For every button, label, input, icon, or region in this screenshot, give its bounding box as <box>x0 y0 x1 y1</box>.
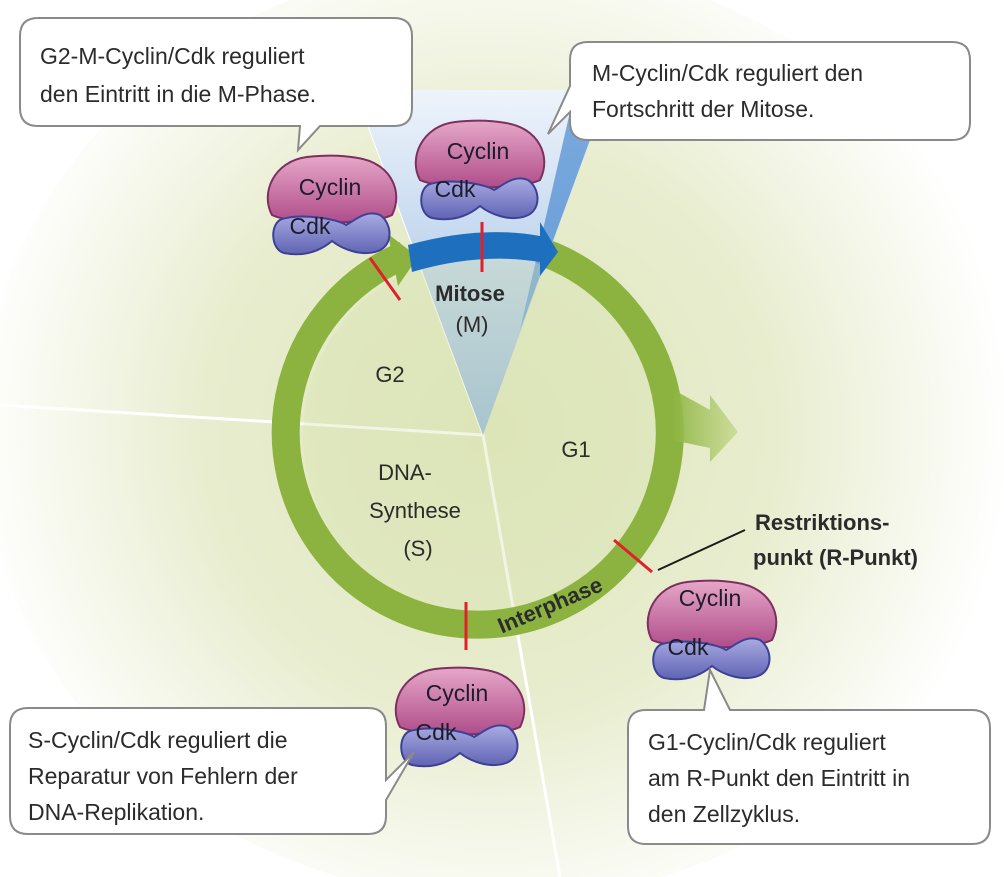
g1-label: G1 <box>561 437 590 462</box>
callout-g2m-line2: den Eintritt in die M-Phase. <box>40 81 316 107</box>
cdk-label: Cdk <box>290 213 331 239</box>
callout-s-line3: DNA-Replikation. <box>28 799 204 825</box>
mitosis-wedge-edge <box>520 90 590 330</box>
callout-g2m: G2-M-Cyclin/Cdk reguliert den Eintritt i… <box>19 17 413 153</box>
callout-m: M-Cyclin/Cdk reguliert den Fortschritt d… <box>547 41 971 141</box>
s-label-line1: DNA- <box>378 460 432 485</box>
checkpoint-g2m <box>368 257 402 301</box>
callout-g1-line1: G1-Cyclin/Cdk reguliert <box>648 729 886 755</box>
cyclin-label: Cyclin <box>426 680 489 706</box>
callout-s: S-Cyclin/Cdk reguliert die Reparatur von… <box>9 707 415 835</box>
divider-g2-s <box>0 403 484 437</box>
cycle-arrowhead-g2 <box>388 234 418 286</box>
divider-s-g1 <box>481 434 562 877</box>
cyclin-label: Cyclin <box>447 138 510 164</box>
mitosis-abbrev: (M) <box>456 312 489 337</box>
callout-g1-line3: den Zellzyklus. <box>648 801 800 827</box>
complex-m: Cyclin Cdk <box>414 119 546 221</box>
mitosis-label: Mitose <box>435 281 505 306</box>
callout-m-line1: M-Cyclin/Cdk reguliert den <box>592 60 863 86</box>
callout-s-line1: S-Cyclin/Cdk reguliert die <box>28 727 287 753</box>
complex-g1: Cyclin Cdk <box>646 579 778 681</box>
cdk-label: Cdk <box>668 634 709 660</box>
complex-s: Cyclin Cdk <box>394 666 526 768</box>
exit-arrow <box>672 390 738 462</box>
restriction-point-line1: Restriktions- <box>755 510 889 535</box>
callout-s-line2: Reparatur von Fehlern der <box>28 763 298 789</box>
s-label-line2: Synthese <box>369 498 461 523</box>
cdk-label: Cdk <box>416 719 457 745</box>
g2-label: G2 <box>375 362 404 387</box>
cyclin-label: Cyclin <box>679 585 742 611</box>
restriction-point-line2: punkt (R-Punkt) <box>753 545 918 570</box>
restriction-point-leader <box>657 529 746 571</box>
checkpoint-r <box>613 538 653 574</box>
callout-g2m-line1: G2-M-Cyclin/Cdk reguliert <box>40 43 305 69</box>
cyclin-label: Cyclin <box>299 174 362 200</box>
callout-g1: G1-Cyclin/Cdk reguliert am R-Punkt den E… <box>627 666 991 845</box>
cycle-arrow-ring <box>271 240 684 639</box>
complex-g2m: Cyclin Cdk <box>266 154 398 256</box>
callout-m-line2: Fortschritt der Mitose. <box>592 96 814 122</box>
cdk-label: Cdk <box>435 176 476 202</box>
cycle-inner-fill <box>303 255 663 615</box>
callout-g1-line2: am R-Punkt den Eintritt in <box>648 765 910 791</box>
s-label-line3: (S) <box>403 536 432 561</box>
